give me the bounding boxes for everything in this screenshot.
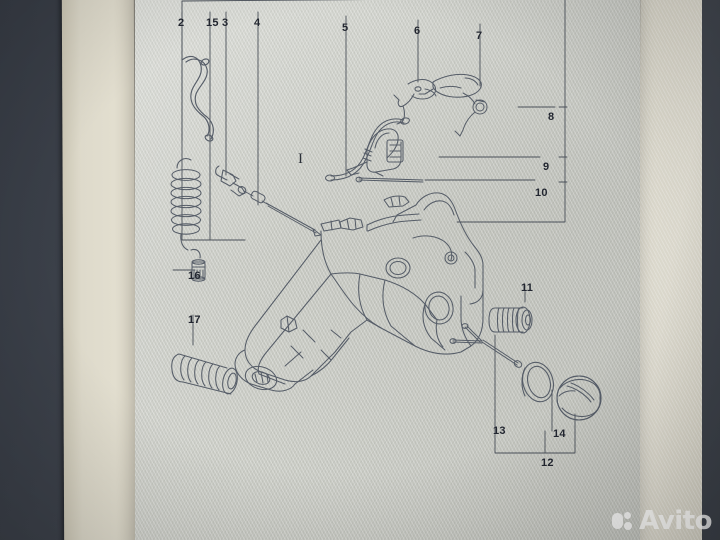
- parts-diagram: [135, 0, 640, 540]
- callout-4: 4: [254, 17, 261, 29]
- part-spring-sleeve: [171, 353, 238, 395]
- part-tank-handle-housing: [234, 192, 484, 392]
- callout-leader-lines: [172, 0, 576, 454]
- parts-diagram-svg: [170, 0, 602, 454]
- callout-5: 5: [342, 22, 349, 34]
- callout-14: 14: [553, 428, 566, 440]
- callout-7: 7: [476, 30, 483, 42]
- callout-15: 15: [206, 17, 219, 29]
- callout-13: 13: [493, 425, 506, 437]
- callout-9: 9: [543, 161, 550, 173]
- part-lever-bracket: [346, 128, 404, 177]
- right-page: [640, 0, 702, 540]
- callout-12: 12: [541, 457, 554, 469]
- callout-6: 6: [414, 25, 421, 37]
- callout-8: 8: [548, 111, 555, 123]
- part-sealing-ring: [521, 361, 554, 403]
- part-retaining-clip: [449, 323, 523, 368]
- part-cable-rod: [243, 190, 322, 237]
- callout-3: 3: [222, 17, 229, 29]
- callout-2: 2: [178, 17, 185, 29]
- part-throttle-lever: [393, 79, 437, 125]
- callout-10: 10: [535, 187, 548, 199]
- catalog-page: [135, 0, 640, 540]
- callout-11: 11: [521, 282, 534, 294]
- callout-17: 17: [188, 314, 201, 326]
- left-page-edge: [61, 0, 139, 540]
- part-pin: [355, 176, 424, 183]
- part-coil-spring-hose: [170, 158, 202, 251]
- part-annular-buffer-spring: [488, 306, 533, 334]
- text-cursor-icon: I: [298, 151, 303, 167]
- part-tank-cap: [556, 375, 602, 421]
- part-fuel-hose: [181, 55, 214, 142]
- part-torsion-spring: [454, 92, 488, 137]
- part-trigger-lever: [418, 73, 482, 98]
- part-spring-sleeve-layer: [171, 353, 238, 395]
- part-fuel-filter: [190, 248, 206, 282]
- callout-16: 16: [188, 270, 201, 282]
